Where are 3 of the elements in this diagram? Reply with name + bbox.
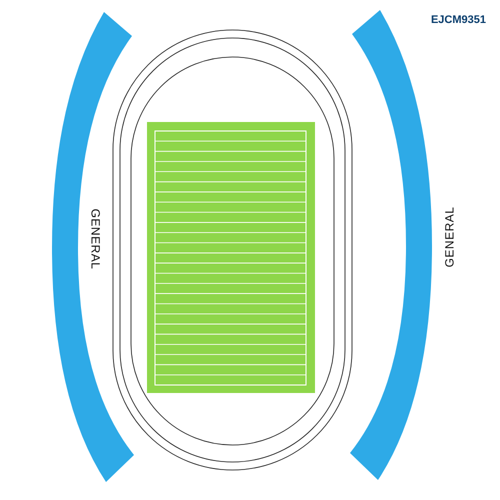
section-label: GENERAL (442, 206, 456, 268)
section-label: GENERAL (88, 208, 102, 270)
map-code: EJCM9351 (430, 14, 486, 26)
